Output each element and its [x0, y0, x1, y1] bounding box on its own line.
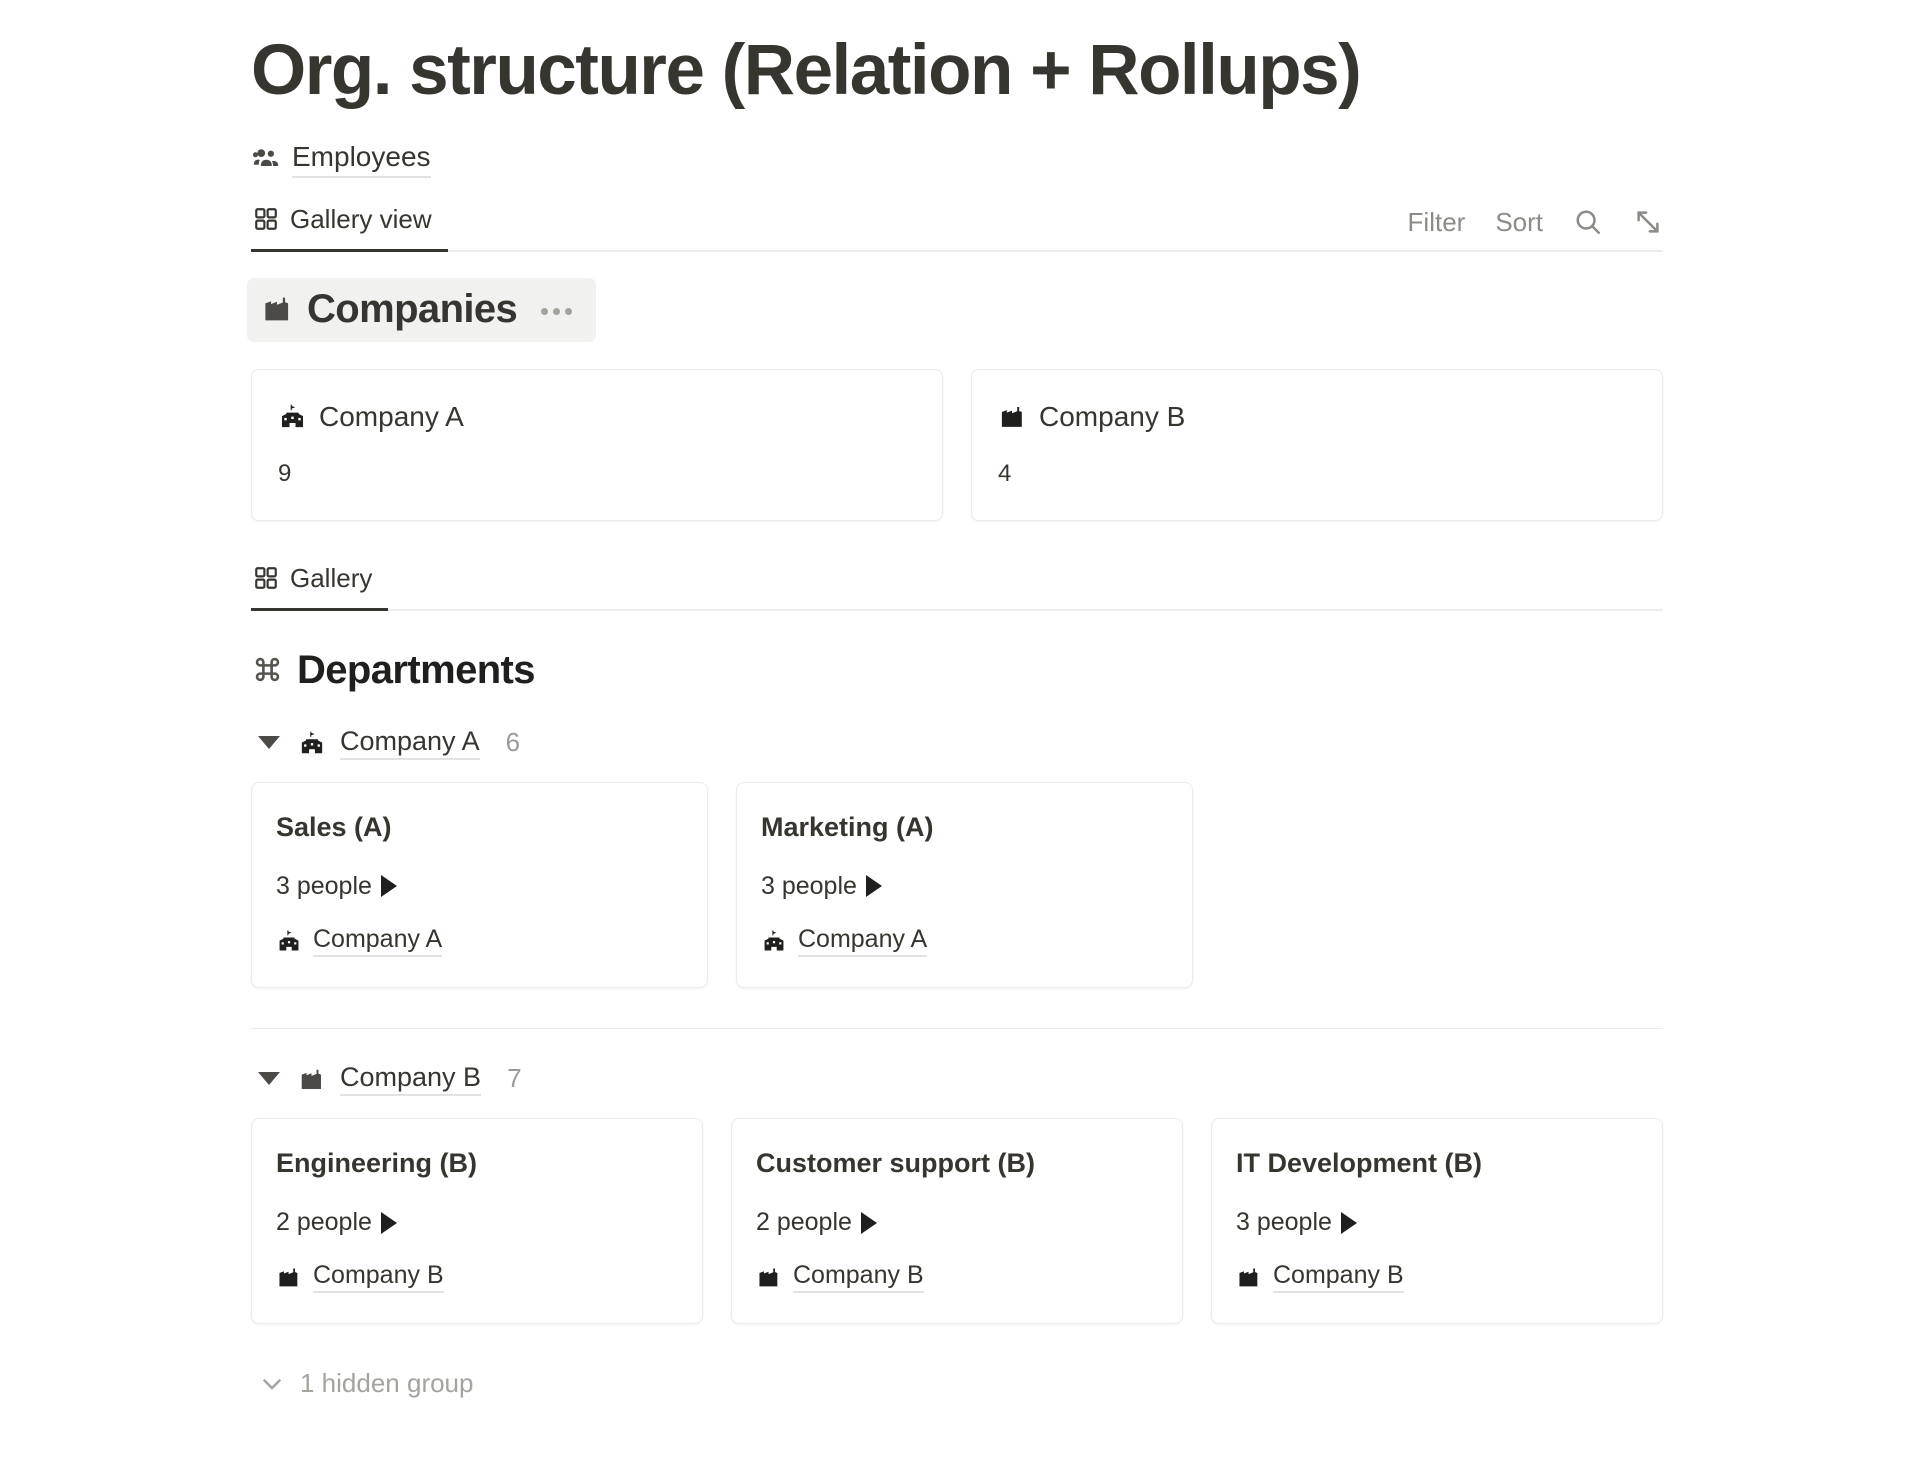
department-card-title: Sales (A) [276, 811, 392, 842]
hidden-group-label: 1 hidden group [300, 1368, 474, 1399]
group-count: 6 [505, 727, 521, 758]
school-building-icon [298, 729, 326, 757]
command-icon [251, 653, 284, 686]
department-card-relation[interactable]: Company B [276, 1261, 678, 1294]
gallery-grid-icon [253, 565, 279, 591]
caret-down-icon[interactable] [258, 736, 280, 750]
factory-building-icon [1236, 1264, 1262, 1290]
company-card-title: Company B [998, 400, 1636, 434]
filter-button[interactable]: Filter [1407, 206, 1466, 237]
department-card[interactable]: Marketing (A) 3 people Company A [736, 781, 1193, 988]
school-building-icon [276, 928, 302, 954]
department-card-relation-label: Company B [1273, 1261, 1404, 1294]
triangle-right-icon[interactable] [380, 1211, 397, 1234]
sort-button[interactable]: Sort [1495, 206, 1543, 237]
factory-building-icon [756, 1264, 782, 1290]
search-icon[interactable] [1573, 207, 1603, 237]
chevron-down-icon [258, 1370, 286, 1398]
school-building-icon [278, 402, 307, 431]
database-link[interactable]: Employees [251, 139, 1916, 178]
group-count: 7 [507, 1063, 522, 1094]
factory-building-icon [276, 1264, 302, 1290]
department-card[interactable]: IT Development (B) 3 people Company B [1211, 1117, 1663, 1325]
school-building-icon [761, 928, 787, 954]
factory-building-icon [261, 292, 294, 325]
view-tabs: Gallery view [251, 204, 448, 252]
triangle-right-icon[interactable] [865, 875, 882, 898]
ellipsis-icon[interactable] [541, 308, 573, 316]
department-card-relation[interactable]: Company A [761, 925, 1168, 957]
department-card[interactable]: Customer support (B) 2 people Company B [731, 1117, 1183, 1325]
company-card-name: Company B [1039, 400, 1186, 432]
factory-building-icon [998, 402, 1027, 431]
view-toolbar-gallery: Gallery [251, 563, 1663, 611]
collection-title-companies: Companies [307, 286, 518, 331]
department-card-people-label: 2 people [756, 1208, 852, 1237]
department-card-title: Engineering (B) [276, 1147, 477, 1178]
triangle-right-icon[interactable] [380, 875, 397, 898]
collection-header-companies[interactable]: Companies [247, 277, 597, 342]
gallery-grid-icon [253, 206, 279, 232]
tab-gallery[interactable]: Gallery [251, 562, 389, 611]
departments-gallery-company-b: Engineering (B) 2 people Company B Custo… [251, 1117, 1663, 1325]
department-card-people: 2 people [756, 1208, 1158, 1237]
department-card-relation-label: Company B [793, 1261, 924, 1294]
department-card-people-label: 2 people [276, 1208, 372, 1237]
view-toolbar: Gallery view Filter Sort [251, 204, 1663, 252]
tab-gallery-view-label: Gallery view [290, 203, 432, 234]
department-card-relation[interactable]: Company B [756, 1261, 1158, 1294]
department-card-relation-label: Company A [313, 925, 443, 957]
department-card-relation-label: Company A [798, 925, 928, 957]
department-card-people-label: 3 people [761, 871, 857, 900]
department-card-people: 3 people [276, 872, 683, 901]
group-name[interactable]: Company B [340, 1062, 482, 1096]
company-card-count: 9 [278, 460, 292, 488]
company-card-title: Company A [278, 400, 916, 434]
department-card[interactable]: Sales (A) 3 people Company A [251, 781, 708, 988]
department-card-title: IT Development (B) [1236, 1147, 1483, 1178]
factory-building-icon [298, 1065, 326, 1093]
view-toolbar-actions: Filter Sort [1408, 207, 1663, 250]
department-card[interactable]: Engineering (B) 2 people Company B [251, 1117, 703, 1325]
departments-gallery-company-a: Sales (A) 3 people Company A [251, 781, 1663, 988]
companies-gallery: Company A 9 Company B 4 [251, 368, 1663, 521]
group-divider [251, 1027, 1663, 1029]
company-card-name: Company A [319, 400, 464, 432]
database-link-label: Employees [292, 139, 431, 178]
triangle-right-icon[interactable] [1340, 1211, 1357, 1234]
department-card-relation[interactable]: Company B [1236, 1261, 1638, 1294]
company-card[interactable]: Company B 4 [971, 368, 1663, 521]
section-title-departments: Departments [297, 647, 536, 692]
tab-gallery-view[interactable]: Gallery view [251, 204, 448, 252]
group-name[interactable]: Company A [340, 726, 480, 760]
tab-gallery-label: Gallery [290, 562, 373, 593]
department-card-people-label: 3 people [1236, 1208, 1332, 1237]
company-card-count: 4 [998, 460, 1012, 488]
department-card-people: 2 people [276, 1208, 678, 1237]
department-card-relation-label: Company B [313, 1261, 444, 1294]
department-card-title: Customer support (B) [756, 1147, 1035, 1178]
department-card-relation[interactable]: Company A [276, 925, 683, 957]
triangle-right-icon[interactable] [860, 1211, 877, 1234]
hidden-group-toggle[interactable]: 1 hidden group [258, 1368, 1916, 1399]
company-card[interactable]: Company A 9 [251, 368, 943, 521]
department-card-people: 3 people [761, 872, 1168, 901]
department-card-people-label: 3 people [276, 871, 372, 900]
department-card-people: 3 people [1236, 1208, 1638, 1237]
group-header-company-b[interactable]: Company B 7 [258, 1062, 1916, 1096]
section-header-departments: Departments [251, 647, 1916, 693]
expand-diagonal-icon[interactable] [1633, 207, 1663, 237]
people-group-icon [251, 143, 281, 173]
page-title: Org. structure (Relation + Rollups) [251, 31, 1362, 110]
department-card-title: Marketing (A) [761, 811, 934, 842]
group-header-company-a[interactable]: Company A 6 [258, 726, 1916, 760]
caret-down-icon[interactable] [258, 1072, 280, 1086]
page-root: Org. structure (Relation + Rollups) Empl… [0, 31, 1916, 1399]
